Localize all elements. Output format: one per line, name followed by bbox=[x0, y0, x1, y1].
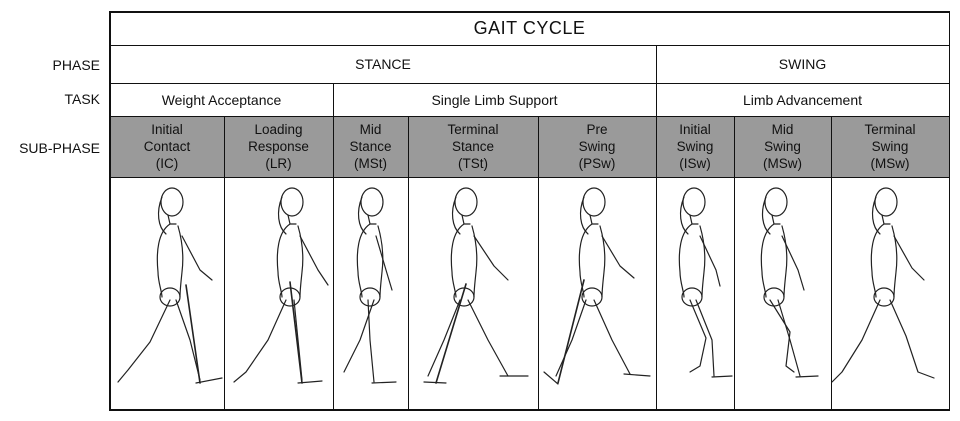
figure-terminal-swing bbox=[832, 188, 934, 382]
figure-mid-stance bbox=[344, 188, 396, 383]
figure-loading-response bbox=[234, 188, 328, 383]
figure-mid-swing bbox=[761, 188, 818, 377]
figure-initial-swing bbox=[679, 188, 732, 377]
figure-pre-swing bbox=[544, 188, 650, 384]
figure-terminal-stance bbox=[424, 188, 528, 383]
figure-initial-contact bbox=[118, 188, 222, 383]
